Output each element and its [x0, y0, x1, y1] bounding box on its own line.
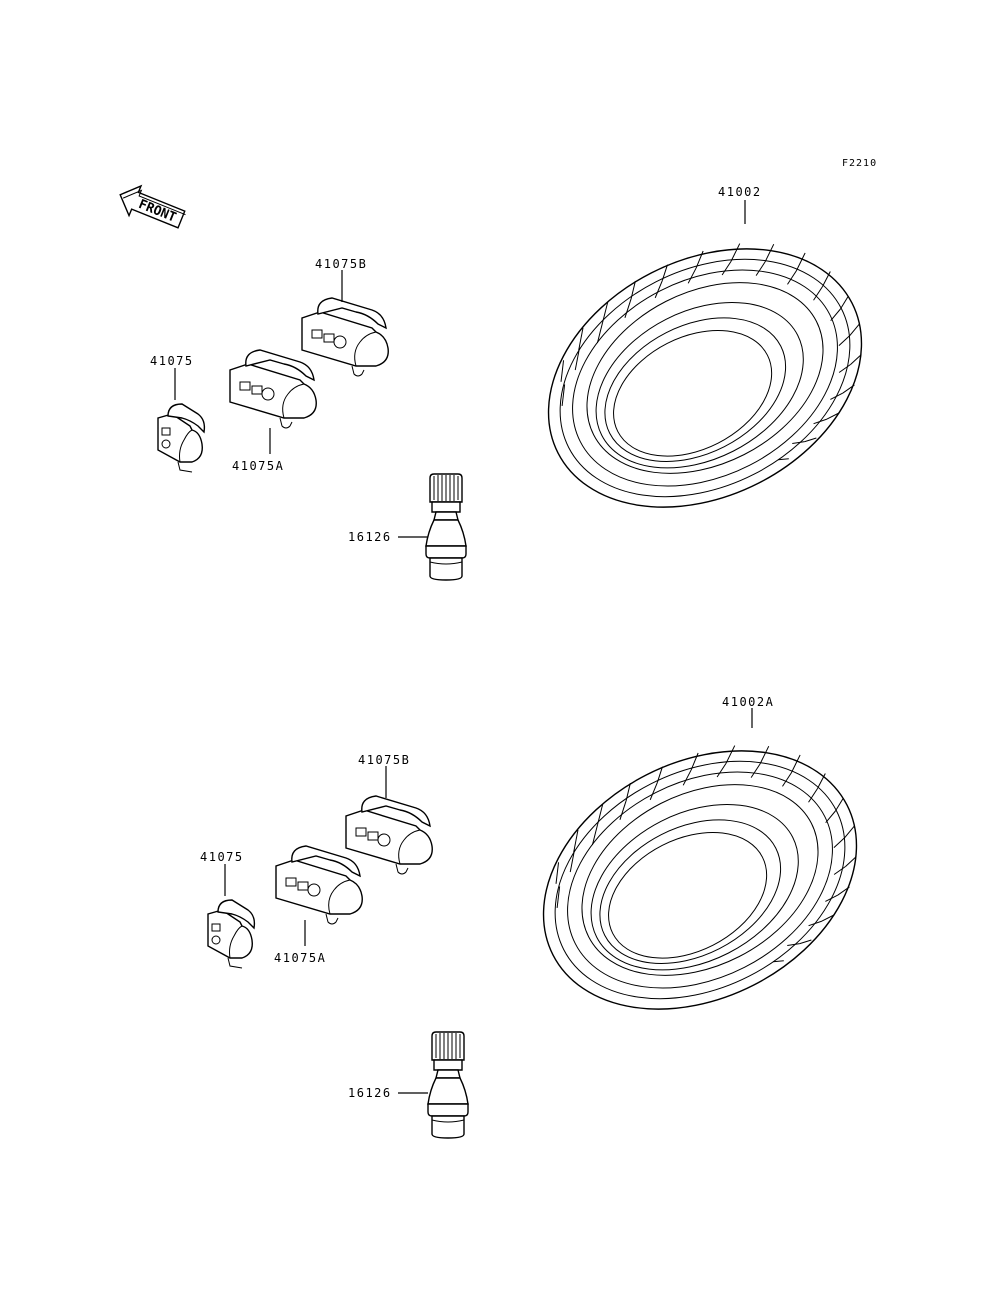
- label-tire-lower: 41002A: [722, 695, 774, 709]
- label-weight-lower: 41075: [200, 850, 244, 864]
- label-tire-upper: 41002: [718, 185, 762, 199]
- front-arrow-icon: FRONT: [119, 184, 186, 229]
- weight-b-lower: [345, 795, 433, 875]
- label-weight-upper: 41075: [150, 354, 194, 368]
- weight-upper: [157, 403, 206, 473]
- weight-lower: [207, 899, 256, 969]
- weight-a-lower: [275, 845, 363, 925]
- lower-group: 41002A 41075B 41075A 41075 16126: [200, 695, 902, 1139]
- label-weight-a-upper: 41075A: [232, 459, 284, 473]
- figure-code: F2210: [842, 158, 877, 169]
- tire-upper: [503, 197, 907, 559]
- tire-lower: [498, 699, 902, 1061]
- label-weight-b-upper: 41075B: [315, 257, 367, 271]
- valve-lower: [427, 1031, 469, 1139]
- label-weight-b-lower: 41075B: [358, 753, 410, 767]
- label-valve-upper: 16126: [348, 530, 392, 544]
- weight-a-upper: [229, 349, 317, 429]
- upper-group: 41002 41075B 41075A 41075 16126: [150, 185, 907, 581]
- label-weight-a-lower: 41075A: [274, 951, 326, 965]
- weight-b-upper: [301, 297, 389, 377]
- valve-upper: [425, 473, 467, 581]
- label-valve-lower: 16126: [348, 1086, 392, 1100]
